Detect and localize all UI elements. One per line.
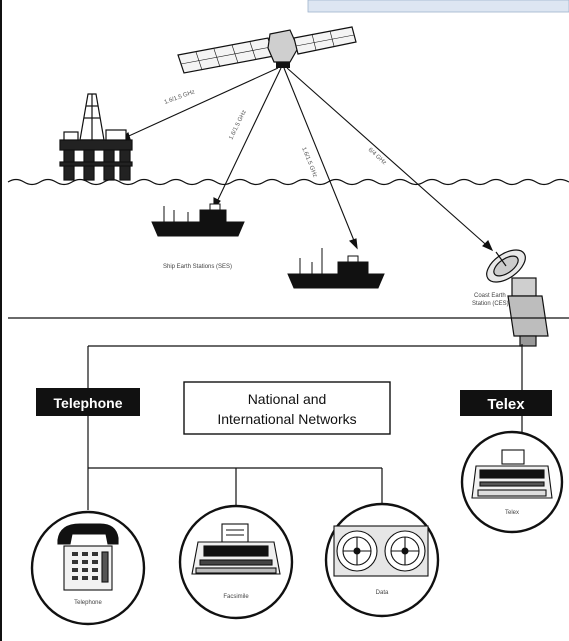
telex-box-label: Telex <box>487 396 525 413</box>
telex-machine-icon <box>471 449 553 499</box>
networks-box <box>183 381 391 435</box>
tape-drive-icon <box>333 525 429 577</box>
oil-rig-icon <box>59 93 133 181</box>
freq-label-ces: 6/4 GHz <box>367 147 387 166</box>
telex-box <box>460 390 552 416</box>
ship-stations-label: Ship Earth Stations (SES) <box>163 264 232 270</box>
telephone-device: Telephone <box>30 510 146 626</box>
networks-box-line1: National and <box>248 391 327 407</box>
telephone-box-label: Telephone <box>54 395 123 411</box>
coast-station-label-line1: Coast Earth <box>474 293 506 299</box>
ship-icon-2 <box>287 248 385 289</box>
sea-surface <box>7 178 569 186</box>
telephone-icon <box>57 523 119 591</box>
freq-label-ship1: 1.6/1.5 GHz <box>228 109 247 140</box>
freq-label-ship2: 1.6/1.5 GHz <box>300 147 318 179</box>
data-device-label: Data <box>376 590 389 596</box>
networks-box-line2: International Networks <box>217 411 356 427</box>
network-lines <box>87 344 523 510</box>
header-band <box>307 0 569 13</box>
facsimile-machine-icon <box>191 523 281 575</box>
facsimile-device: Facsimile <box>178 504 294 620</box>
data-device: Data <box>324 502 440 618</box>
telex-device-label: Telex <box>505 510 519 516</box>
coast-station-label-line2: Station (CES) <box>472 301 509 307</box>
telephone-box <box>36 388 140 416</box>
ship-icon-1 <box>151 203 245 237</box>
facsimile-device-label: Facsimile <box>223 594 249 600</box>
telephone-device-label: Telephone <box>74 600 102 606</box>
freq-label-rig: 1.6/1.5 GHz <box>164 89 196 106</box>
satellite-icon <box>177 26 357 74</box>
satellite-dish-icon <box>486 249 549 347</box>
telex-device: Telex <box>460 430 564 534</box>
signal-beams <box>118 67 494 252</box>
